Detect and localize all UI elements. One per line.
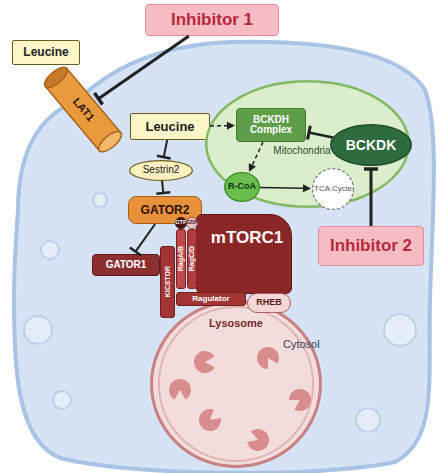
inhibition-line bbox=[157, 140, 171, 159]
node-label: GTP bbox=[175, 220, 186, 226]
node-label: BCKDH Complex bbox=[237, 115, 305, 136]
node-label: Inhibitor 2 bbox=[330, 237, 412, 255]
node-label: mTORC1 bbox=[201, 229, 293, 247]
node-label: TCA Cycle bbox=[314, 185, 352, 193]
node-label: GATOR2 bbox=[141, 204, 190, 217]
node-label: GATOR1 bbox=[106, 260, 147, 271]
protein-ellipse: Sestrin2 bbox=[129, 160, 193, 181]
gtpase-box: RHEB bbox=[247, 293, 291, 313]
inhibition-line bbox=[95, 36, 189, 105]
inhibitor-box: Inhibitor 1 bbox=[145, 4, 279, 36]
connector-line bbox=[162, 181, 163, 193]
cylinder-end bbox=[41, 64, 70, 91]
enzyme-complex: BCKDH Complex bbox=[236, 108, 306, 142]
inhibition-line bbox=[156, 181, 170, 194]
inhibition-bar bbox=[156, 192, 170, 193]
vesicle bbox=[356, 408, 380, 432]
node-label: Inhibitor 1 bbox=[171, 11, 253, 29]
cell-membrane bbox=[14, 42, 434, 473]
vesicle bbox=[93, 193, 107, 207]
node-label: Leucine bbox=[145, 120, 194, 134]
node-outline-ellipse bbox=[130, 161, 193, 181]
node-label: BCKDK bbox=[346, 138, 397, 153]
node-label: RHEB bbox=[256, 298, 282, 307]
node-label: Sestrin2 bbox=[143, 165, 180, 176]
molecule-box: Leucine bbox=[12, 40, 80, 65]
inhibition-line bbox=[130, 224, 155, 256]
node-label: Mitochondria bbox=[262, 146, 342, 157]
node-outline-ellipse bbox=[206, 81, 409, 207]
node-outline-ellipse bbox=[331, 125, 412, 166]
gtpase-bar: RagA/B bbox=[176, 229, 186, 289]
kinase-ellipse: BCKDK bbox=[330, 124, 412, 166]
inhibition-bar bbox=[157, 156, 171, 159]
nucleotide-dot: GDP bbox=[186, 217, 198, 229]
lysosome-circle: Lysosome bbox=[150, 300, 322, 468]
scaffold-bar: Ragulator bbox=[176, 292, 246, 306]
connector-line bbox=[136, 224, 156, 252]
vesicle bbox=[384, 314, 416, 346]
node-label: Leucine bbox=[23, 46, 68, 59]
node-outline-ellipse bbox=[313, 169, 354, 210]
inhibitor-box: Inhibitor 2 bbox=[318, 226, 424, 266]
node-outline-ellipse bbox=[175, 217, 186, 228]
vesicle bbox=[41, 241, 59, 259]
protein-bar: KICSTOR bbox=[160, 246, 175, 318]
cylinder-group bbox=[41, 64, 124, 156]
node-label: Lysosome bbox=[150, 318, 322, 330]
node-outline-ellipse bbox=[186, 217, 197, 228]
nucleotide-dot: GTP bbox=[175, 217, 187, 229]
node-label: RagA/B bbox=[177, 246, 184, 271]
node-label: R-CoA bbox=[228, 182, 256, 191]
vesicle bbox=[24, 316, 52, 344]
connector-line bbox=[99, 36, 189, 99]
node-label: Ragulator bbox=[192, 295, 229, 303]
vesicle bbox=[53, 391, 71, 409]
node-label: GDP bbox=[186, 220, 198, 226]
node-label: RagC/D bbox=[188, 246, 195, 271]
metabolite-circle: R-CoA bbox=[224, 172, 260, 202]
complex-shape: mTORC1 bbox=[196, 214, 292, 294]
cylinder-end bbox=[95, 128, 124, 155]
region-label: Cytosol bbox=[283, 338, 320, 350]
protein-box: GATOR1 bbox=[92, 254, 160, 276]
node-outline-ellipse bbox=[225, 173, 260, 202]
cycle-circle: TCA Cycle bbox=[312, 168, 354, 210]
connector-line bbox=[164, 140, 168, 157]
molecule-box: Leucine bbox=[130, 113, 210, 140]
node-label: KICSTOR bbox=[164, 266, 171, 297]
gtpase-bar: RagC/D bbox=[187, 229, 197, 289]
transporter-cylinder: LAT1 bbox=[48, 72, 118, 147]
